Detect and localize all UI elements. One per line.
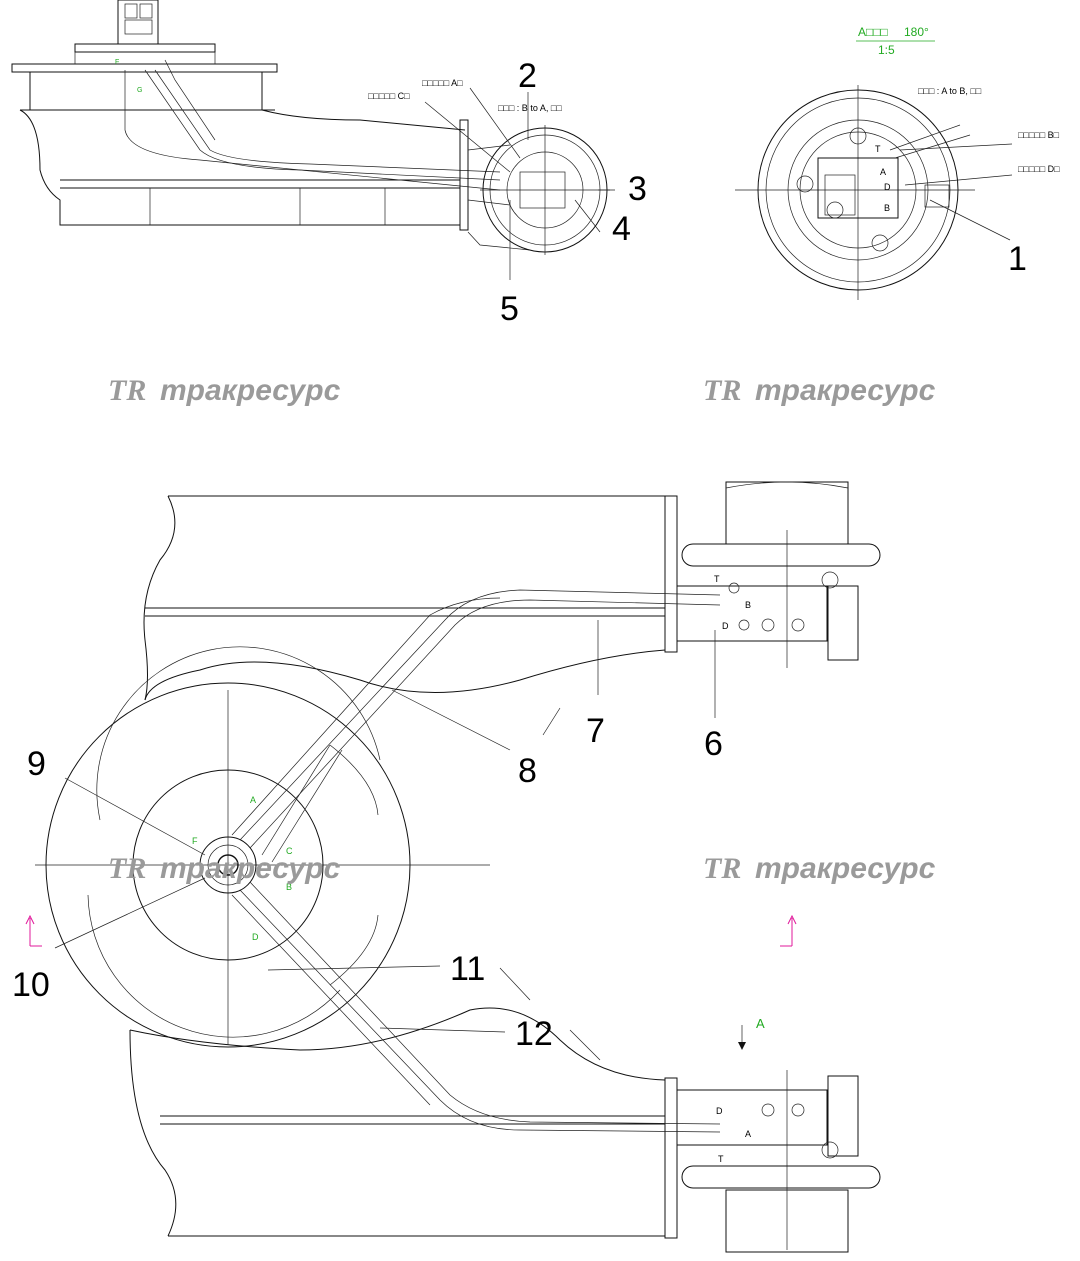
watermark-logo: TR	[703, 374, 741, 407]
port-a-hub: A	[250, 795, 256, 805]
port-d-hub: D	[252, 932, 259, 942]
callout-10: 10	[12, 966, 50, 1004]
watermark-text: тракресурс	[755, 852, 936, 885]
port-t-upper: T	[714, 574, 720, 584]
watermark-text: тракресурс	[755, 374, 936, 407]
label-b-port: □□□□□ B□	[1018, 130, 1060, 140]
callout-7: 7	[586, 712, 605, 750]
label-a-to-b: □□□ : A to B, □□	[918, 86, 982, 96]
view-a-scale: 1:5	[878, 43, 895, 57]
label-a-port: □□□□□ A□	[422, 78, 463, 88]
port-d-upper: D	[722, 621, 729, 631]
watermark-bottom-left: TR тракресурс	[108, 852, 341, 885]
watermark-logo: TR	[108, 852, 146, 885]
callout-11: 11	[450, 950, 485, 988]
view-arrow-label: A	[756, 1016, 765, 1031]
watermark-top-right: TR тракресурс	[703, 374, 936, 407]
label-b-to-a: □□□ : B to A, □□	[498, 103, 562, 113]
port-f-side: F	[115, 59, 119, 66]
port-t-top: T	[875, 144, 881, 154]
port-d-lower: D	[716, 1106, 723, 1116]
view-a-angle: 180°	[904, 25, 929, 39]
watermark-logo: TR	[108, 374, 146, 407]
callout-4: 4	[612, 210, 631, 248]
watermark-top-left: TR тракресурс	[108, 374, 341, 407]
view-a-detail	[735, 85, 1013, 300]
callout-9: 9	[27, 745, 46, 783]
watermark-text: тракресурс	[160, 852, 341, 885]
label-c-port: □□□□□ C□	[368, 91, 410, 101]
port-a-top: A	[880, 167, 886, 177]
callout-3: 3	[628, 170, 647, 208]
callout-5: 5	[500, 290, 519, 328]
port-g-side: G	[137, 87, 142, 94]
callout-2: 2	[518, 57, 537, 95]
label-d-port: □□□□□ D□	[1018, 164, 1060, 174]
plan-view	[25, 481, 881, 1253]
port-b-hub: B	[286, 882, 292, 892]
port-a-lower: A	[745, 1129, 751, 1139]
watermark-logo: TR	[703, 852, 741, 885]
watermark-text: тракресурс	[160, 374, 341, 407]
port-c-hub: C	[286, 846, 293, 856]
callout-1: 1	[1008, 240, 1027, 278]
port-b-top: B	[884, 203, 890, 213]
callout-6: 6	[704, 725, 723, 763]
side-view	[11, 0, 615, 280]
port-d-top: D	[884, 182, 891, 192]
port-f-hub: F	[192, 836, 198, 846]
watermark-bottom-right: TR тракресурс	[703, 852, 936, 885]
view-a-title: A□□□	[858, 25, 888, 39]
callout-8: 8	[518, 752, 537, 790]
port-t-lower: T	[718, 1154, 724, 1164]
callout-12: 12	[515, 1015, 553, 1053]
port-b-upper: B	[745, 600, 751, 610]
